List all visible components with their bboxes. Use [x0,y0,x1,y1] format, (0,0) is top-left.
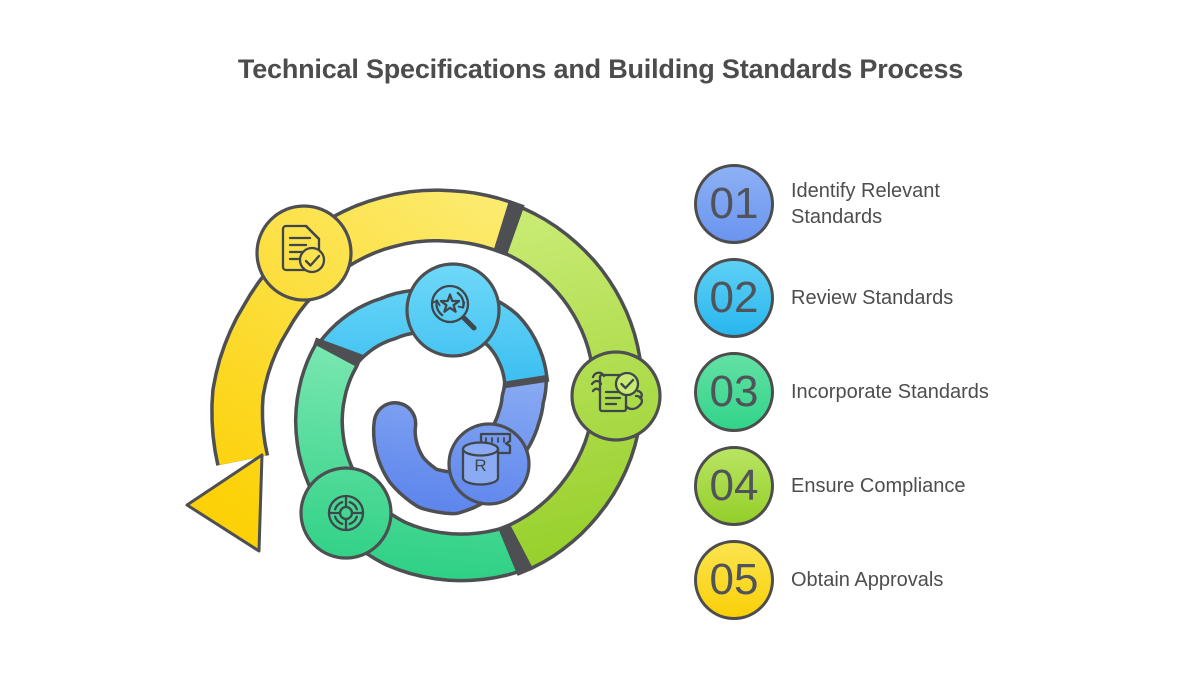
step-4-badge: 04 [694,446,774,526]
steps-list: 01 Identify Relevant Standards 02 Review… [694,164,1031,620]
step-row-1: 01 Identify Relevant Standards [694,164,1031,244]
database-r-icon: R [461,432,512,486]
step-2-badge: 02 [694,258,774,338]
document-hands-check-icon [590,371,643,413]
step-3-badge: 03 [694,352,774,432]
wheel-bubble [299,466,393,560]
step-2-label: Review Standards [791,286,954,309]
step-row-4: 04 Ensure Compliance [694,446,1031,526]
compliance-document-bubble [570,350,662,442]
page-title: Technical Specifications and Building St… [237,54,964,84]
step-row-2: 02 Review Standards [694,258,1031,338]
step-5-label: Obtain Approvals [791,568,944,591]
wheel-icon [327,494,365,532]
svg-text:R: R [474,456,486,475]
spiral-diagram: R [185,188,662,583]
step-1-badge: 01 [694,164,774,244]
document-check-icon [281,224,326,274]
step-row-5: 05 Obtain Approvals [694,540,1031,620]
step-row-3: 03 Incorporate Standards [694,352,1031,432]
step-5-badge: 05 [694,540,774,620]
star-search-refresh-icon [430,284,477,331]
step-3-label: Incorporate Standards [791,380,989,403]
spiral-arrowhead [185,453,264,553]
step-4-label: Ensure Compliance [791,474,966,497]
step-1-label: Identify Relevant Standards [791,179,940,228]
